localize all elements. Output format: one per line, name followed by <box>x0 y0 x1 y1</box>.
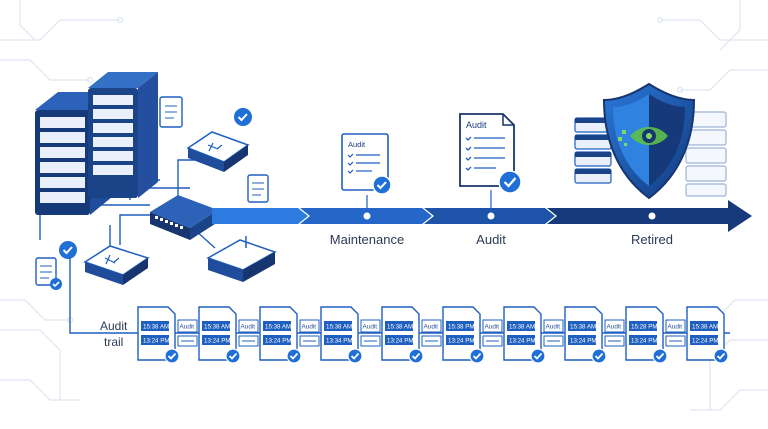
checkmark-badge-icon <box>408 348 424 364</box>
card-audit-tag: Audit <box>180 324 195 331</box>
timeline-marker <box>648 212 656 220</box>
card-audit-tag: Audit <box>241 324 256 331</box>
card-time-start: 15:38 AM <box>387 324 413 331</box>
card-audit-tag: Audit <box>302 324 317 331</box>
checkmark-badge-icon <box>530 348 546 364</box>
document-icon <box>159 96 183 128</box>
audit-card-icon: 15:38 AM 13:24 PM Audit <box>198 306 259 364</box>
audit-card-icon: 15:38 AM 13:24 PM Audit <box>137 306 198 364</box>
card-time-end: 13:24 PM <box>631 338 657 345</box>
checkmark-badge-icon <box>498 170 522 194</box>
card-time-end: 13:24 PM <box>265 338 291 345</box>
card-audit-tag: Audit <box>546 324 561 331</box>
checkmark-badge-icon <box>234 108 252 126</box>
document-icon: Audit <box>341 133 389 191</box>
stage-label-audit: Audit <box>476 232 506 247</box>
server-rack-icon <box>685 111 727 197</box>
server-rack-icon <box>574 117 612 184</box>
card-time-start: 15:28 PM <box>631 324 657 331</box>
audit-trail-label-line1: Audit <box>100 319 128 333</box>
card-audit-tag: Audit <box>607 324 622 331</box>
audit-card-icon: 15:38 AM 13:24 PM Audit <box>503 306 564 364</box>
card-time-start: 15:38 AM <box>570 324 596 331</box>
card-audit-tag: Audit <box>424 324 439 331</box>
network-switch-icon <box>206 236 277 282</box>
card-audit-tag: Audit <box>363 324 378 331</box>
stage-label-retired: Retired <box>631 232 673 247</box>
checkmark-badge-icon <box>59 241 77 259</box>
card-time-end: 13:24 PM <box>204 338 230 345</box>
maintenance-doc-title: Audit <box>348 140 366 149</box>
card-time-end: 13:24 PM <box>509 338 535 345</box>
audit-card-icon: 15:38 AM 13:34 PM Audit <box>320 306 381 364</box>
audit-trail-cards: 15:38 AM 13:24 PM Audit 15:38 AM 13:24 PM Aud… <box>137 306 729 364</box>
audit-card-icon: 15:38 PM 13:24 PM Audit <box>442 306 503 364</box>
timeline-arrow <box>212 200 752 232</box>
audit-card-icon: 15:38 AM 12:24 PM <box>686 306 729 364</box>
card-time-end: 12:24 PM <box>692 338 718 345</box>
card-time-end: 13:24 PM <box>143 338 169 345</box>
card-time-start: 15:38 PM <box>448 324 474 331</box>
checkmark-badge-icon <box>469 348 485 364</box>
document-icon <box>35 257 57 286</box>
audit-trail-label-line2: trail <box>104 335 123 349</box>
card-time-start: 15:38 AM <box>692 324 718 331</box>
card-time-end: 13:34 PM <box>326 338 352 345</box>
card-audit-tag: Audit <box>668 324 683 331</box>
checkmark-badge-icon <box>652 348 668 364</box>
checkmark-badge-icon <box>286 348 302 364</box>
card-time-end: 13:24 PM <box>387 338 413 345</box>
card-time-start: 15:38 AM <box>265 324 291 331</box>
timeline-marker <box>487 212 495 220</box>
checkmark-badge-icon <box>347 348 363 364</box>
card-audit-tag: Audit <box>485 324 500 331</box>
checkmark-badge-icon <box>225 348 241 364</box>
router-icon <box>83 245 150 285</box>
timeline-marker <box>363 212 371 220</box>
card-time-start: 15:38 AM <box>509 324 535 331</box>
card-time-end: 13:24 PM <box>570 338 596 345</box>
document-icon <box>247 174 269 203</box>
checkmark-badge-icon <box>50 278 62 290</box>
card-time-end: 13:24 PM <box>448 338 474 345</box>
server-rack-icon <box>88 72 158 198</box>
card-time-start: 15:38 AM <box>326 324 352 331</box>
audit-doc-title: Audit <box>466 120 487 130</box>
card-time-start: 15:38 AM <box>143 324 169 331</box>
eye-icon <box>618 127 668 146</box>
stage-label-maintenance: Maintenance <box>330 232 404 247</box>
checkmark-badge-icon <box>164 348 180 364</box>
audit-card-icon: 15:38 AM 13:24 PM Audit <box>564 306 625 364</box>
audit-card-icon: 15:28 PM 13:24 PM Audit <box>625 306 686 364</box>
checkmark-badge-icon <box>713 348 729 364</box>
card-time-start: 15:38 AM <box>204 324 230 331</box>
audit-card-icon: 15:38 AM 13:24 PM Audit <box>381 306 442 364</box>
document-icon: Audit <box>459 113 515 187</box>
audit-card-icon: 15:38 AM 13:24 PM Audit <box>259 306 320 364</box>
checkmark-badge-icon <box>591 348 607 364</box>
router-icon <box>186 131 250 172</box>
network-switch-icon <box>150 195 218 240</box>
checkmark-badge-icon <box>372 175 392 195</box>
